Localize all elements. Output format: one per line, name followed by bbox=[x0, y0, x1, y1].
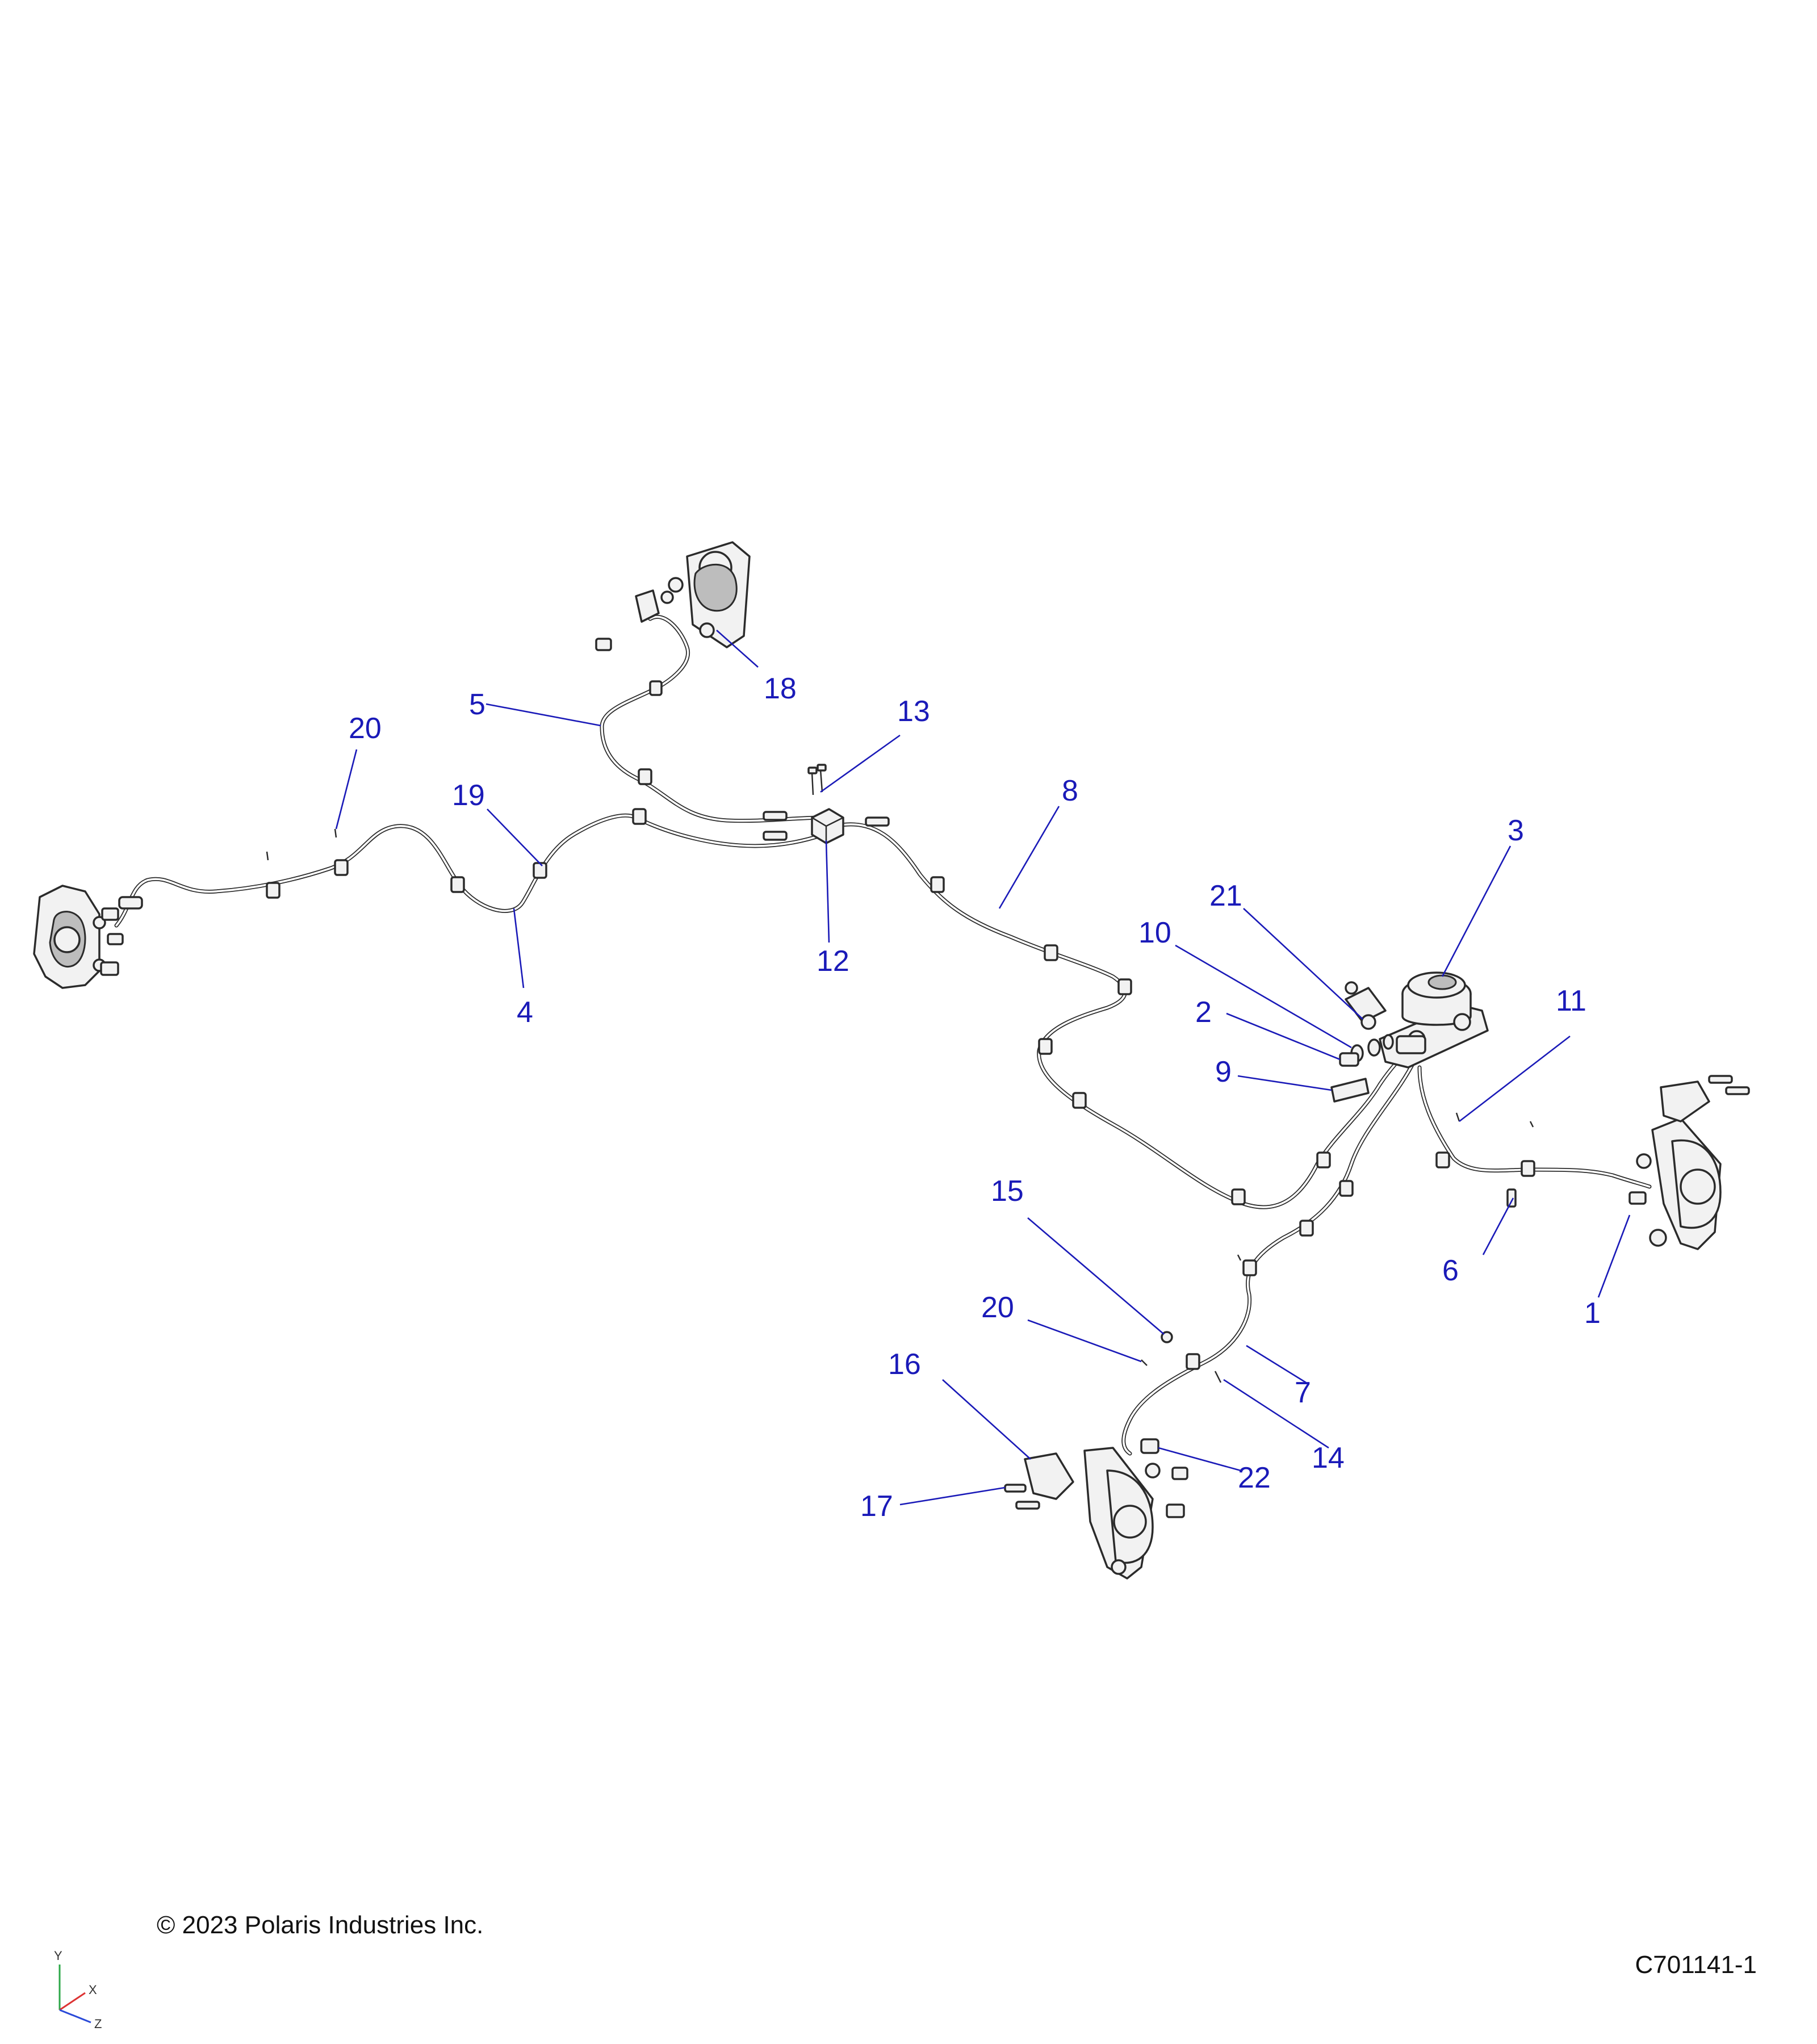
callout-22: 22 bbox=[1238, 1461, 1271, 1494]
callout-9: 9 bbox=[1215, 1055, 1232, 1088]
caliper-top bbox=[595, 541, 751, 651]
svg-text:Y: Y bbox=[54, 1949, 62, 1963]
hose-clips bbox=[266, 680, 1535, 1370]
banjo-fittings bbox=[1330, 1034, 1426, 1103]
caliper-rear bbox=[1004, 1371, 1222, 1580]
nut-15 bbox=[1161, 1331, 1173, 1343]
brake-line-7 bbox=[1121, 1059, 1416, 1456]
callout-16: 16 bbox=[888, 1348, 921, 1381]
brake-line-4 bbox=[114, 813, 826, 928]
axis-triad-icon: Y X Z bbox=[54, 1949, 102, 2031]
callout-20-rear: 20 bbox=[981, 1291, 1014, 1324]
callout-5: 5 bbox=[469, 688, 485, 721]
fastener-20-front bbox=[334, 828, 337, 838]
callout-14: 14 bbox=[1312, 1442, 1345, 1475]
callout-19: 19 bbox=[452, 779, 485, 812]
callout-13: 13 bbox=[897, 695, 930, 728]
callout-15: 15 bbox=[991, 1175, 1024, 1208]
callout-18: 18 bbox=[764, 672, 797, 705]
callout-21: 21 bbox=[1209, 879, 1242, 912]
caliper-left-front bbox=[33, 885, 143, 989]
caliper-right-front bbox=[1455, 1075, 1750, 1250]
fastener-misc bbox=[266, 851, 1242, 1261]
callout-17: 17 bbox=[860, 1490, 893, 1523]
callout-4: 4 bbox=[517, 996, 533, 1029]
callout-3: 3 bbox=[1508, 814, 1524, 847]
callout-1: 1 bbox=[1584, 1297, 1601, 1330]
bolts-13 bbox=[807, 764, 827, 795]
svg-text:Z: Z bbox=[94, 2017, 102, 2031]
fastener-20-rear bbox=[1141, 1359, 1148, 1366]
distribution-block bbox=[763, 808, 890, 844]
callout-7: 7 bbox=[1295, 1376, 1311, 1409]
document-number: C701141-1 bbox=[1635, 1951, 1757, 1979]
callout-labels: 18 5 20 13 19 8 4 12 3 21 10 2 9 11 15 6… bbox=[349, 672, 1601, 1523]
brake-line-5 bbox=[600, 614, 826, 823]
brake-line-8 bbox=[832, 822, 1410, 1209]
callout-2: 2 bbox=[1195, 996, 1212, 1029]
callout-6: 6 bbox=[1442, 1254, 1459, 1287]
callout-20-front: 20 bbox=[349, 712, 382, 745]
callout-8: 8 bbox=[1062, 774, 1078, 807]
leader-lines bbox=[335, 630, 1631, 1506]
nut-21 bbox=[1360, 1014, 1376, 1030]
brake-line-6 bbox=[1417, 1065, 1652, 1189]
callout-11: 11 bbox=[1556, 985, 1586, 1017]
callout-10: 10 bbox=[1138, 916, 1171, 949]
svg-text:X: X bbox=[89, 1983, 97, 1997]
callout-12: 12 bbox=[817, 945, 849, 978]
copyright-text: © 2023 Polaris Industries Inc. bbox=[157, 1911, 484, 1939]
